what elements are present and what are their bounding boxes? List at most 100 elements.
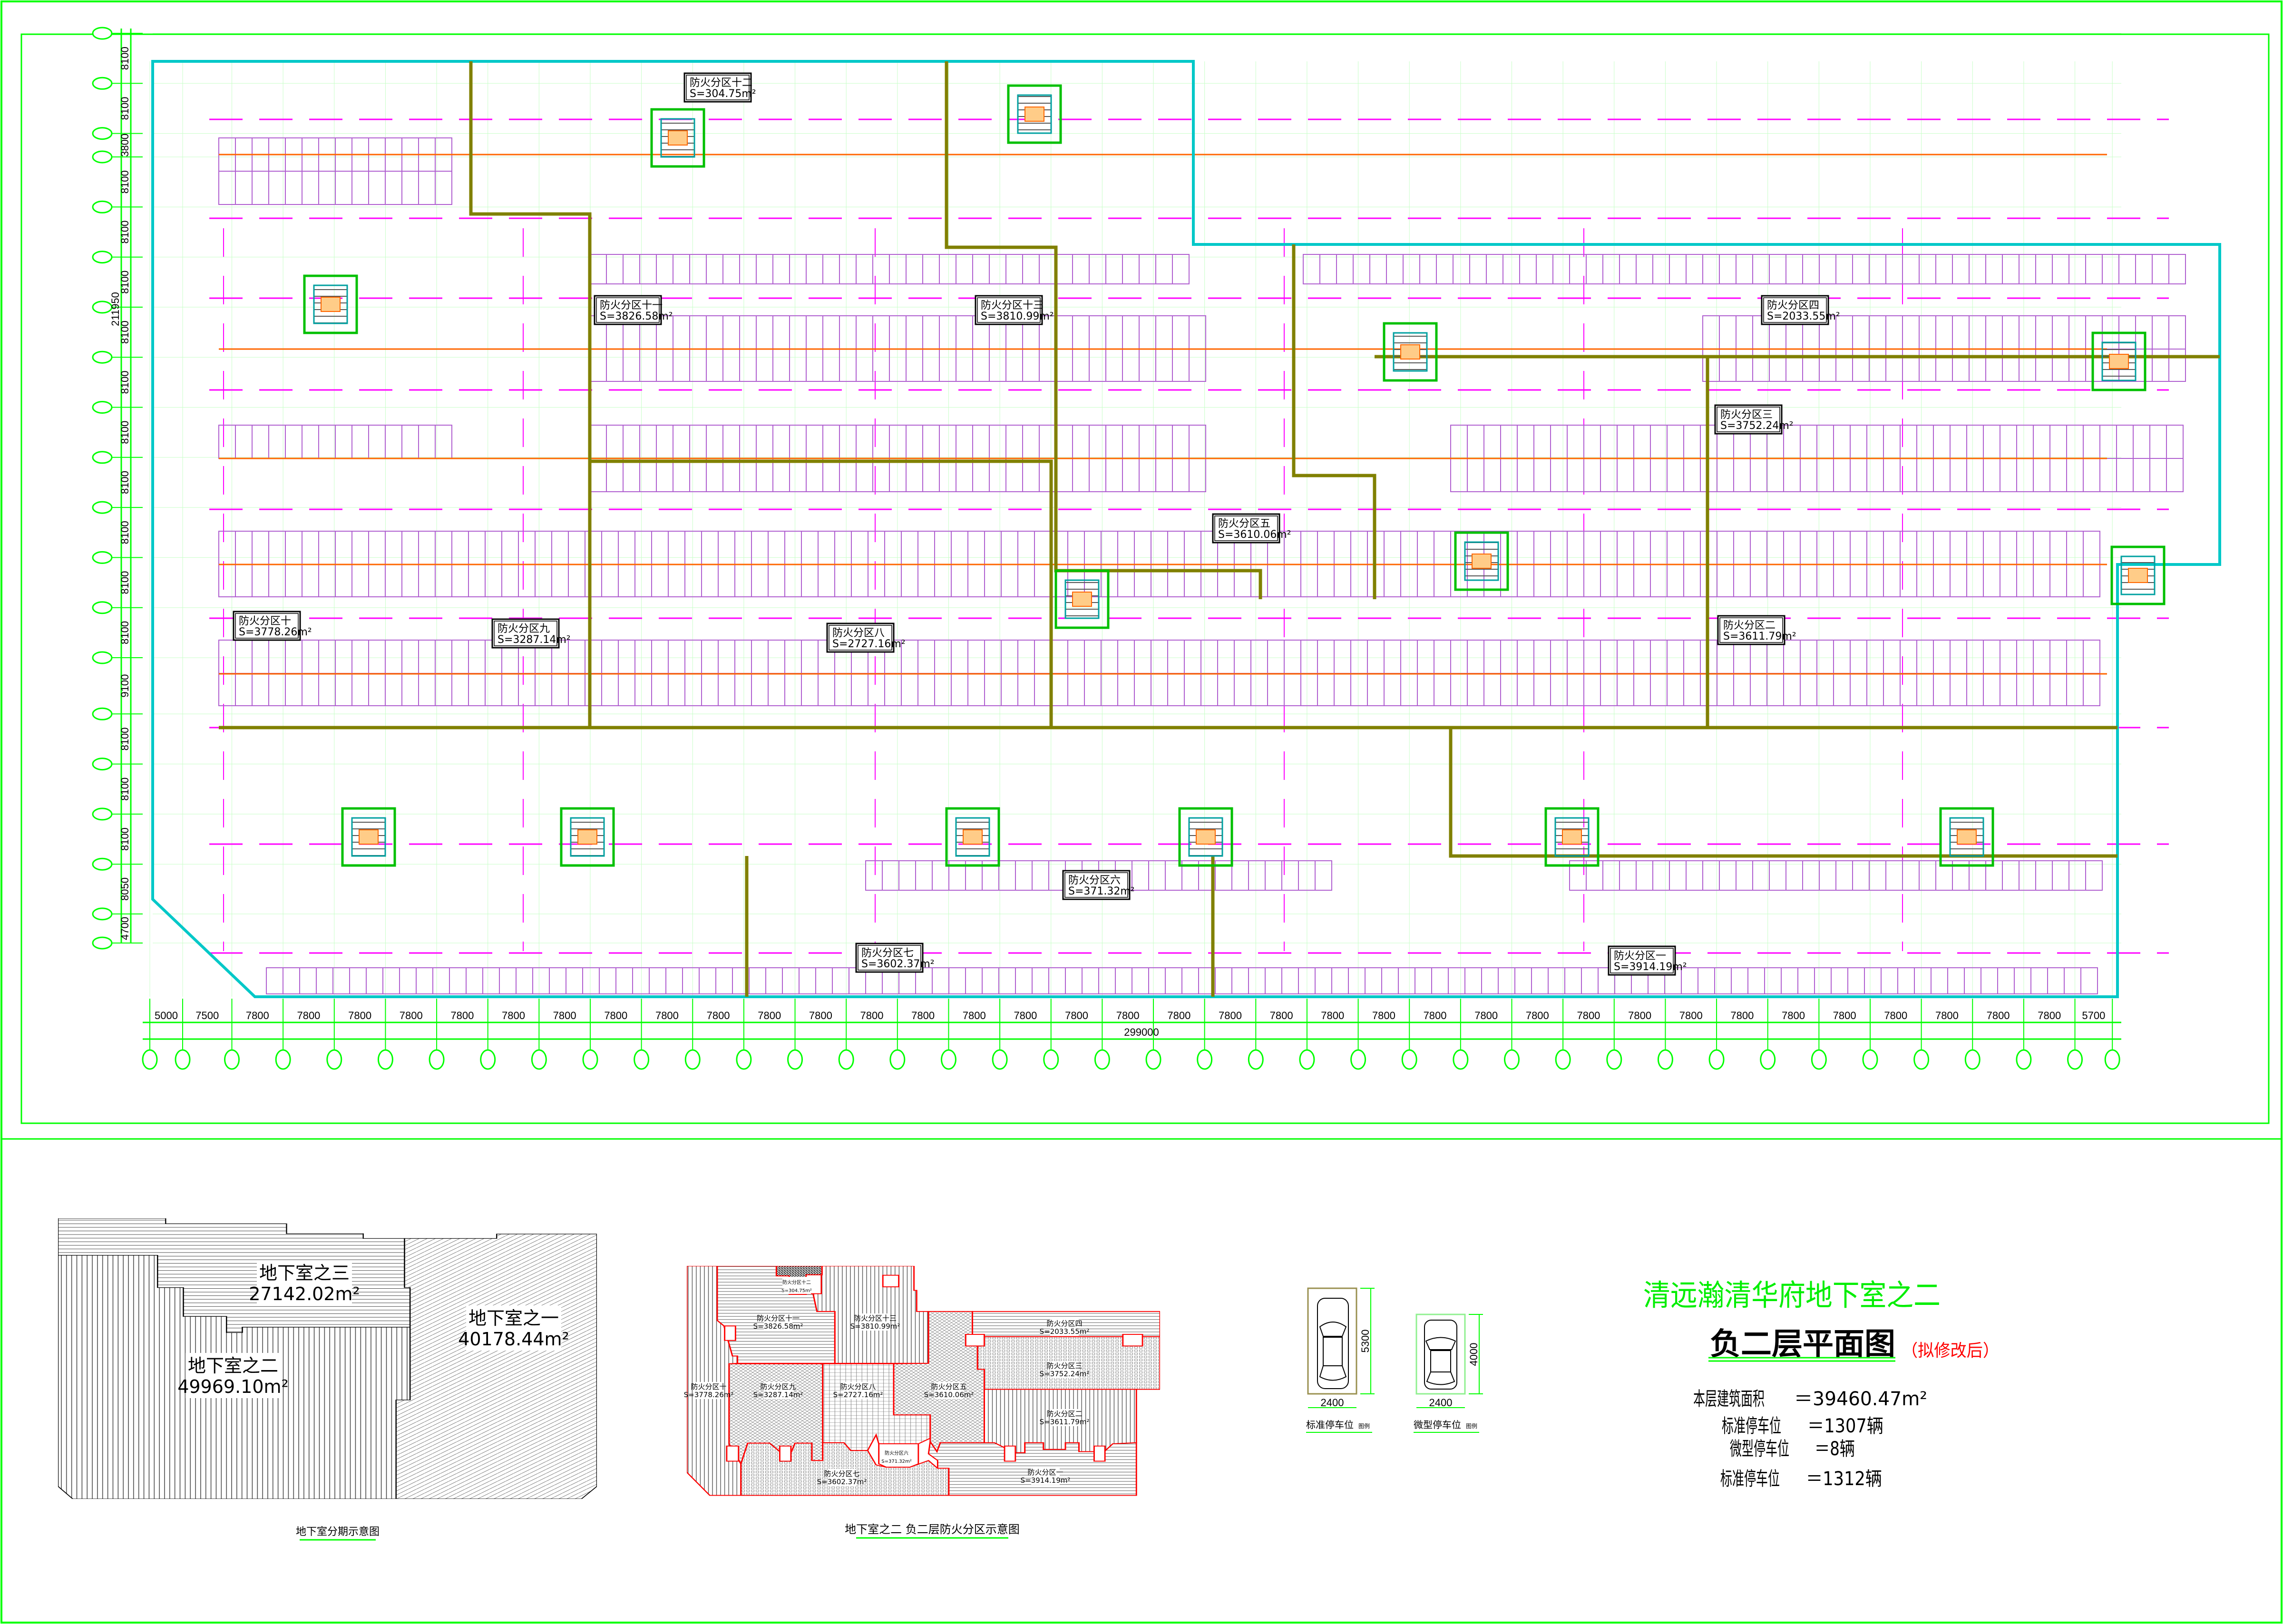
- parking-stall: [1797, 967, 1815, 994]
- parking-stall: [1966, 531, 1984, 565]
- parking-stall: [1916, 425, 1934, 459]
- parking-stall: [639, 425, 657, 459]
- schematic-zone-area: S=3287.14m²: [753, 1391, 803, 1399]
- axis-bubble: [92, 907, 113, 921]
- parking-stall: [518, 673, 536, 706]
- parking-stall: [2068, 349, 2086, 382]
- parking-stall: [1847, 967, 1865, 994]
- parking-stall: [856, 315, 873, 350]
- plan-frame: [20, 33, 2270, 1124]
- schematic-zone-name: 防火分区八: [840, 1382, 876, 1391]
- legend-standard-width: 2400: [1321, 1397, 1344, 1409]
- parking-stall: [1248, 860, 1266, 891]
- parking-stall: [1952, 315, 1970, 350]
- dimension-text: 7800: [246, 1010, 269, 1021]
- fire-zone-caption: 地下室之二 负二层防火分区示意图: [845, 1523, 1020, 1536]
- parking-stall: [956, 315, 973, 350]
- dimension-text: 7800: [655, 1010, 679, 1021]
- axis-bubble: [2104, 1049, 2120, 1070]
- parking-stall: [218, 673, 236, 706]
- parking-stall: [668, 531, 685, 565]
- parking-stall: [1617, 531, 1634, 565]
- parking-stall: [1039, 254, 1056, 284]
- title-block: 清远瀚清华府地下室之二 负二层平面图 （拟修改后） 本层建筑面积 ＝39460.…: [1643, 1278, 1999, 1490]
- parking-stall: [1633, 458, 1651, 492]
- stair-core: [1544, 807, 1600, 867]
- parking-stall: [2149, 425, 2167, 459]
- fire-zone-area: S=3810.99m²: [981, 311, 1054, 322]
- parking-stall: [1189, 315, 1206, 350]
- parking-stall: [689, 458, 707, 492]
- parking-stall: [772, 315, 790, 350]
- parking-stall: [889, 425, 907, 459]
- parking-stall: [2083, 458, 2100, 492]
- parking-stall: [1583, 531, 1601, 565]
- parking-stall: [1155, 425, 1173, 459]
- parking-stall: [1835, 254, 1853, 284]
- parking-stall: [1617, 640, 1634, 674]
- parking-stall: [722, 458, 740, 492]
- parking-stall: [1950, 458, 1967, 492]
- dimension-text: 7800: [911, 1010, 935, 1021]
- parking-stall: [1885, 349, 1903, 382]
- parking-stall: [2052, 860, 2069, 891]
- stair-core: [2091, 331, 2146, 391]
- parking-stall: [772, 458, 790, 492]
- parking-stall: [834, 564, 852, 597]
- dimension-text: 7800: [1372, 1010, 1395, 1021]
- schematic-zone-area: S=3826.58m²: [753, 1322, 803, 1331]
- parking-stall: [639, 458, 657, 492]
- fire-zone-name: 防火分区十: [239, 615, 291, 627]
- parking-stall: [1717, 531, 1734, 565]
- parking-stall: [218, 531, 236, 565]
- parking-stall: [1766, 531, 1784, 565]
- axis-bubble: [1913, 1049, 1930, 1070]
- parking-stall: [366, 967, 383, 994]
- parking-stall: [1265, 967, 1282, 994]
- fire-zone-labels: 防火分区十二S=304.75m²防火分区十一S=3826.58m²防火分区十三S…: [233, 72, 1840, 976]
- parking-stall: [2002, 860, 2020, 891]
- parking-stall: [1005, 425, 1023, 459]
- parking-stall: [2099, 458, 2117, 492]
- axis-bubble: [224, 1049, 240, 1070]
- parking-stall: [1919, 254, 1936, 284]
- parking-stall: [335, 531, 352, 565]
- parking-stall: [401, 531, 419, 565]
- axis-bubble: [92, 857, 113, 871]
- parking-stall: [1550, 458, 1568, 492]
- parking-stall: [822, 458, 840, 492]
- parking-stall: [768, 564, 785, 597]
- parking-stall: [1736, 254, 1753, 284]
- parking-stall: [1717, 564, 1734, 597]
- parking-stall: [882, 860, 899, 891]
- parking-stall: [2085, 860, 2103, 891]
- schematic-zone-area: S=2727.16m²: [833, 1391, 883, 1399]
- dimension-text: 7800: [553, 1010, 576, 1021]
- parking-stall: [335, 673, 352, 706]
- parking-stall: [651, 673, 669, 706]
- parking-stall: [1122, 254, 1140, 284]
- axis-bubble: [92, 301, 113, 314]
- parking-stall: [1783, 564, 1801, 597]
- phase-region-1: [395, 1234, 597, 1499]
- parking-stall: [1072, 349, 1090, 382]
- parking-stall: [922, 425, 940, 459]
- parking-stall: [967, 564, 985, 597]
- parking-stall: [1883, 531, 1901, 565]
- parking-stall: [2000, 531, 2017, 565]
- dimension-text: 8100: [119, 370, 131, 394]
- parking-stall: [418, 425, 436, 459]
- parking-stall: [822, 254, 840, 284]
- parking-stall: [632, 967, 650, 994]
- parking-stall: [1483, 673, 1501, 706]
- parking-stall: [1814, 967, 1832, 994]
- parking-stall: [834, 531, 852, 565]
- parking-stall: [1802, 349, 1820, 382]
- parking-stall: [1600, 531, 1618, 565]
- parking-stall: [1072, 315, 1090, 350]
